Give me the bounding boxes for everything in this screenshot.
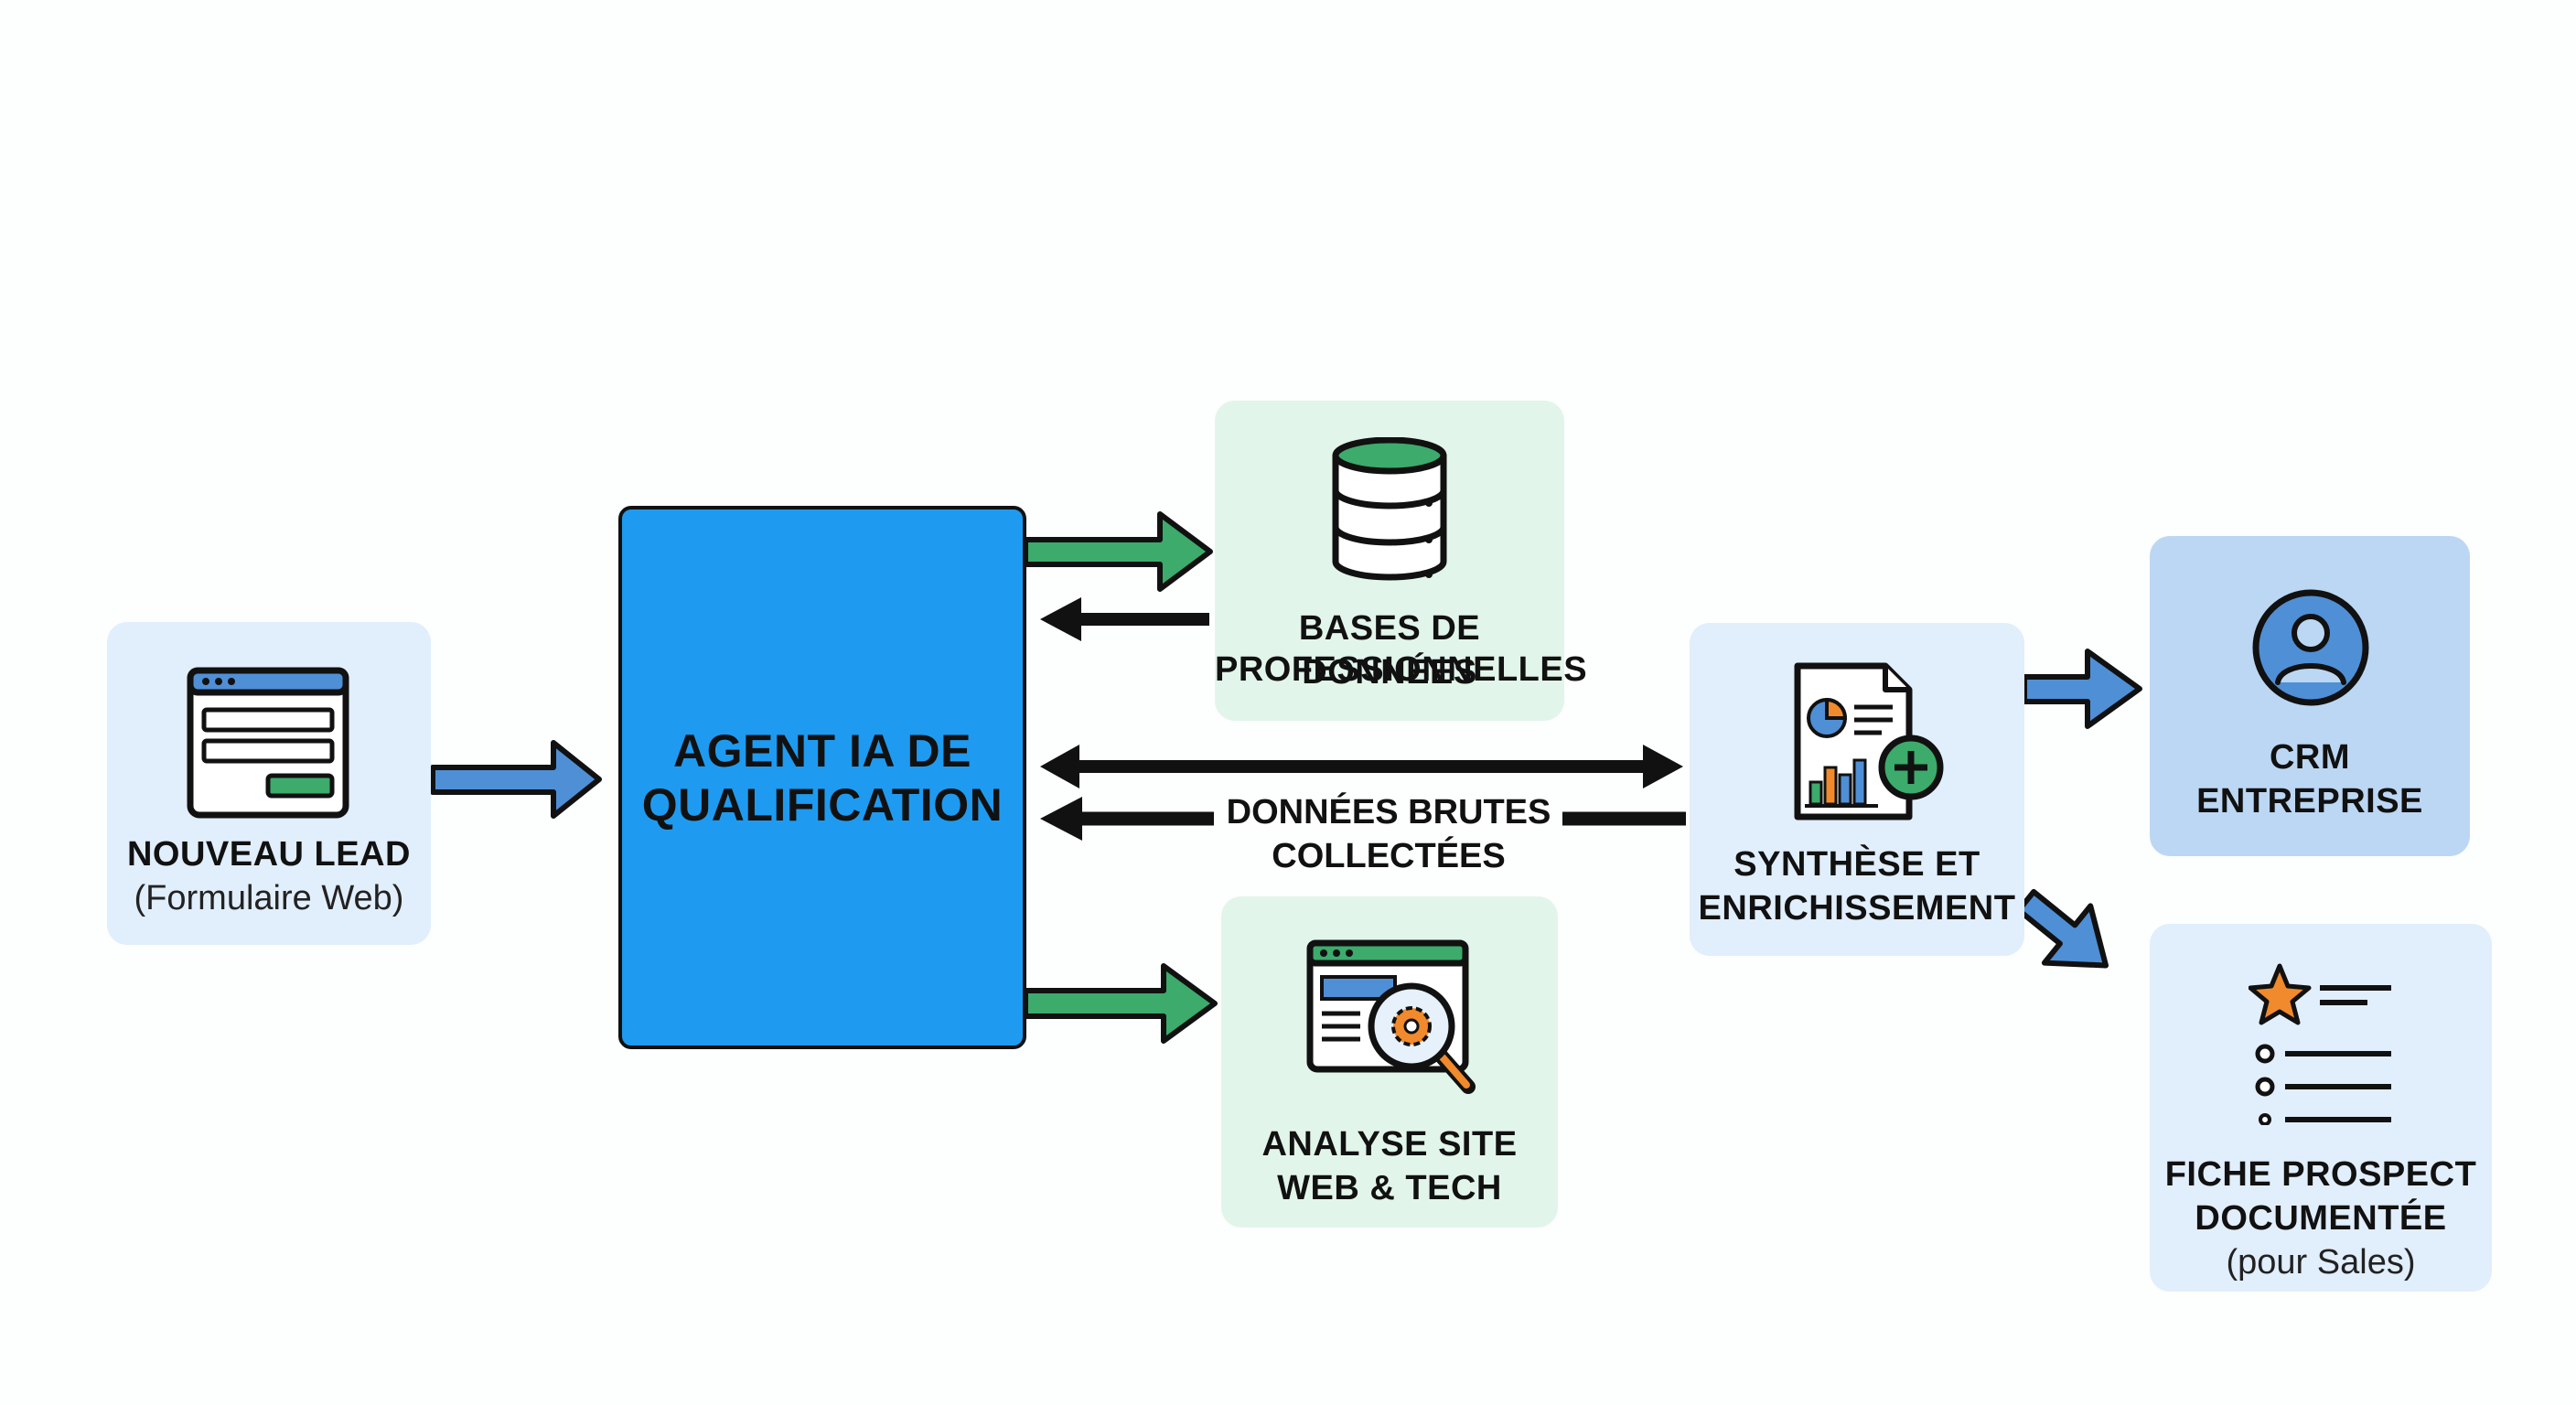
raw-data-label: DONNÉES BRUTES COLLECTÉES xyxy=(1217,790,1561,878)
synthesis-title-line1: SYNTHÈSE ET xyxy=(1733,845,1980,884)
arrow-databases-to-agent xyxy=(1040,597,1209,641)
agent-title-line1: AGENT IA DE xyxy=(673,725,971,777)
node-qualification-agent: AGENT IA DE QUALIFICATION xyxy=(618,506,1026,1049)
arrow-lead-to-agent xyxy=(430,740,602,819)
user-profile-icon xyxy=(2252,589,2369,706)
raw-data-label-line1: DONNÉES BRUTES xyxy=(1226,793,1551,831)
node-synthesis-enrichment: SYNTHÈSE ET ENRICHISSEMENT xyxy=(1690,623,2024,956)
node-prospect-sheet: FICHE PROSPECT DOCUMENTÉE (pour Sales) xyxy=(2150,924,2492,1292)
node-professional-databases: BASES DE DONNÉES PROFESSIONNELLES xyxy=(1215,401,1588,721)
databases-title-line1: BASES DE DONNÉES xyxy=(1298,609,1481,692)
arrow-agent-to-web-analysis xyxy=(1023,963,1218,1044)
node-new-lead: NOUVEAU LEAD (Formulaire Web) xyxy=(107,622,431,945)
databases-title-line2: PROFESSIONNELLES xyxy=(1215,650,1588,689)
lead-title: NOUVEAU LEAD xyxy=(126,835,412,874)
web-form-icon xyxy=(187,667,349,819)
web-search-gear-icon xyxy=(1306,939,1476,1094)
node-website-analysis: ANALYSE SITE WEB & TECH xyxy=(1221,896,1558,1228)
crm-title-line2: ENTREPRISE xyxy=(2196,782,2423,820)
starred-list-icon xyxy=(2249,963,2391,1125)
prospect-title-line1: FICHE PROSPECT xyxy=(2164,1155,2477,1194)
database-icon xyxy=(1332,437,1447,581)
synthesis-title-line2: ENRICHISSEMENT xyxy=(1698,889,2016,928)
arrow-synthesis-to-crm xyxy=(2022,649,2142,729)
arrow-agent-synthesis-bidirectional xyxy=(1040,745,1683,788)
prospect-title-line2: DOCUMENTÉE xyxy=(2195,1199,2447,1238)
crm-title-line1: CRM xyxy=(2269,738,2351,777)
arrow-agent-to-databases xyxy=(1023,511,1213,592)
web-analysis-title-line1: ANALYSE SITE xyxy=(1261,1125,1518,1164)
agent-title-line2: QUALIFICATION xyxy=(641,779,1004,831)
raw-data-label-line2: COLLECTÉES xyxy=(1272,837,1506,875)
arrow-synthesis-to-prospect xyxy=(2015,888,2109,969)
node-crm: CRM ENTREPRISE xyxy=(2150,536,2470,856)
report-add-icon xyxy=(1794,662,1944,820)
prospect-subtitle: (pour Sales) xyxy=(2226,1243,2416,1282)
web-analysis-title-line2: WEB & TECH xyxy=(1277,1169,1502,1207)
lead-subtitle: (Formulaire Web) xyxy=(134,879,404,917)
arrow-synthesis-to-agent-head xyxy=(1040,797,1082,841)
